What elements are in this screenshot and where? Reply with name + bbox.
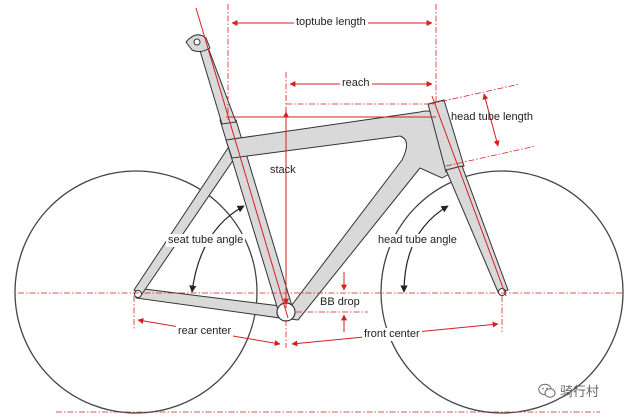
rear-wheel	[14, 170, 258, 414]
main-triangle	[225, 110, 461, 321]
head-tube	[427, 99, 465, 173]
rear-center-label: rear center	[176, 325, 234, 338]
toptube-length-label: toptube length	[294, 16, 368, 29]
seat-tube-angle-arc	[189, 205, 245, 293]
bb-drop-label: BB drop	[318, 296, 362, 309]
head-tube-axis	[431, 95, 507, 297]
watermark-text: 骑行村	[560, 385, 600, 400]
seatpost	[197, 41, 237, 125]
head-tube-angle-label: head tube angle	[376, 234, 459, 247]
wechat-icon	[538, 383, 556, 398]
head-tube-length-label: head tube length	[451, 111, 533, 123]
front-wheel	[380, 170, 624, 414]
head-tube-angle-arc	[400, 205, 449, 293]
rear-axle	[134, 290, 142, 298]
htl-ref-bottom	[445, 145, 537, 167]
seat-tube-angle-label: seat tube angle	[166, 234, 246, 247]
htl-ref-top	[429, 83, 521, 105]
head-tube-length-dim	[482, 93, 500, 147]
watermark: 骑行村	[538, 381, 599, 400]
seatstay	[133, 147, 237, 295]
reach-label: reach	[340, 77, 372, 90]
seat-tube-axis	[195, 7, 289, 319]
saddle-bolt	[193, 38, 201, 46]
stack-label: stack	[270, 164, 296, 176]
chainstay	[135, 287, 281, 319]
fork	[445, 165, 509, 293]
front-center-label: front center	[362, 328, 422, 341]
